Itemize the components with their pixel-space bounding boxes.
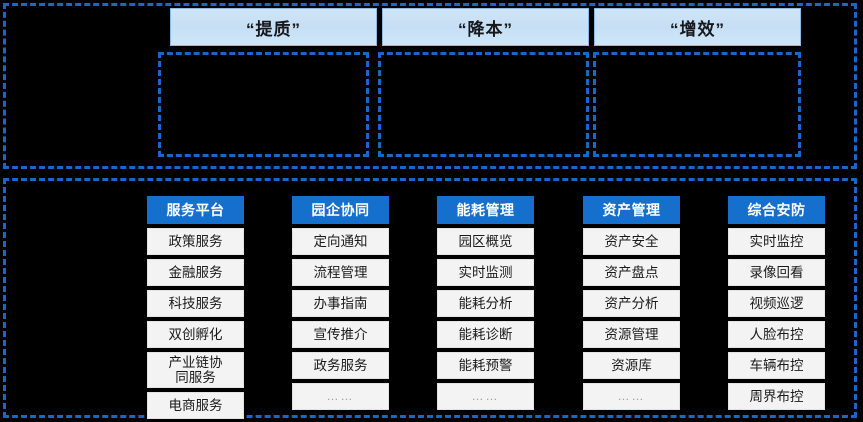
goal-header-2: “增效” xyxy=(594,8,801,46)
column-item[interactable]: 资产安全 xyxy=(583,228,680,255)
column-header[interactable]: 资产管理 xyxy=(583,196,680,224)
column-item[interactable]: 宣传推介 xyxy=(292,321,389,348)
module-column-park-enterprise-collaboration: 园企协同 定向通知 流程管理 办事指南 宣传推介 政务服务 …… xyxy=(292,196,389,410)
module-columns: 服务平台 政策服务 金融服务 科技服务 双创孵化 产业链协 同服务 电商服务 园… xyxy=(0,196,863,419)
column-item[interactable]: 金融服务 xyxy=(147,259,244,286)
column-item[interactable]: 车辆布控 xyxy=(728,352,825,379)
column-item[interactable]: 资源库 xyxy=(583,352,680,379)
module-column-service-platform: 服务平台 政策服务 金融服务 科技服务 双创孵化 产业链协 同服务 电商服务 xyxy=(147,196,244,419)
column-header[interactable]: 能耗管理 xyxy=(437,196,534,224)
column-item[interactable]: 双创孵化 xyxy=(147,321,244,348)
column-header[interactable]: 园企协同 xyxy=(292,196,389,224)
column-item[interactable]: 产业链协 同服务 xyxy=(147,352,244,388)
column-item-ellipsis: …… xyxy=(437,383,534,410)
column-item[interactable]: 办事指南 xyxy=(292,290,389,317)
column-item[interactable]: 科技服务 xyxy=(147,290,244,317)
column-item[interactable]: 录像回看 xyxy=(728,259,825,286)
modules-outer-frame xyxy=(3,178,857,418)
goals-outer-frame xyxy=(3,3,857,169)
column-item[interactable]: 周界布控 xyxy=(728,383,825,410)
column-item[interactable]: 能耗预警 xyxy=(437,352,534,379)
module-column-energy-management: 能耗管理 园区概览 实时监测 能耗分析 能耗诊断 能耗预警 …… xyxy=(437,196,534,410)
column-header[interactable]: 综合安防 xyxy=(728,196,825,224)
column-item[interactable]: 资产盘点 xyxy=(583,259,680,286)
column-item-ellipsis: …… xyxy=(583,383,680,410)
column-item[interactable]: 资源管理 xyxy=(583,321,680,348)
column-item[interactable]: 实时监测 xyxy=(437,259,534,286)
column-item[interactable]: 人脸布控 xyxy=(728,321,825,348)
column-header[interactable]: 服务平台 xyxy=(147,196,244,224)
goal-header-1: “降本” xyxy=(382,8,589,46)
column-item[interactable]: 能耗诊断 xyxy=(437,321,534,348)
goal-panel-0 xyxy=(158,52,369,157)
column-item[interactable]: 实时监控 xyxy=(728,228,825,255)
column-item[interactable]: 园区概览 xyxy=(437,228,534,255)
column-item[interactable]: 视频巡逻 xyxy=(728,290,825,317)
module-column-integrated-security: 综合安防 实时监控 录像回看 视频巡逻 人脸布控 车辆布控 周界布控 xyxy=(728,196,825,410)
column-item[interactable]: 流程管理 xyxy=(292,259,389,286)
column-item-ellipsis: …… xyxy=(292,383,389,410)
goal-header-0: “提质” xyxy=(170,8,377,46)
column-item[interactable]: 政务服务 xyxy=(292,352,389,379)
column-item[interactable]: 能耗分析 xyxy=(437,290,534,317)
column-item[interactable]: 资产分析 xyxy=(583,290,680,317)
column-item[interactable]: 电商服务 xyxy=(147,392,244,419)
column-item[interactable]: 定向通知 xyxy=(292,228,389,255)
module-column-asset-management: 资产管理 资产安全 资产盘点 资产分析 资源管理 资源库 …… xyxy=(583,196,680,410)
goal-panel-2 xyxy=(593,52,801,157)
goal-panel-1 xyxy=(378,52,589,157)
column-item[interactable]: 政策服务 xyxy=(147,228,244,255)
